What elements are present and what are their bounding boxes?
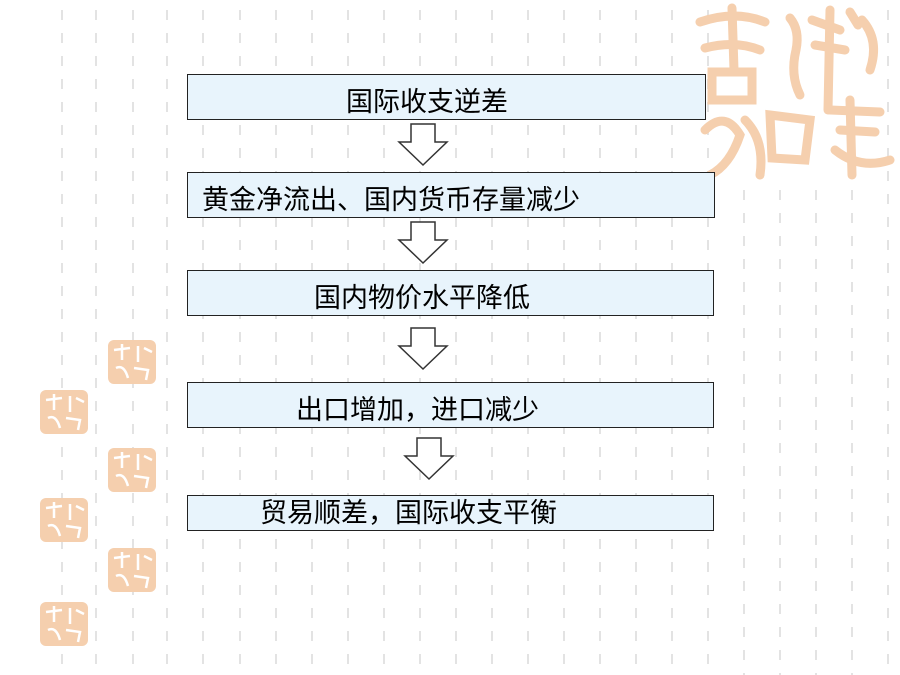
down-arrow-icon xyxy=(403,437,455,481)
small-seal-icon xyxy=(108,340,156,384)
flow-step-5: 贸易顺差，国际收支平衡 xyxy=(187,495,714,531)
small-seal-icon xyxy=(40,390,88,434)
flow-step-5-label: 贸易顺差，国际收支平衡 xyxy=(260,497,557,529)
down-arrow-icon xyxy=(397,327,449,371)
small-seal-icon xyxy=(40,498,88,542)
small-seal-icon xyxy=(40,602,88,646)
large-seal-icon xyxy=(695,3,895,180)
small-seal-icon xyxy=(108,448,156,492)
flow-step-1-label: 国际收支逆差 xyxy=(346,87,508,118)
flow-step-1: 国际收支逆差 xyxy=(187,74,706,120)
dashed-grid xyxy=(61,10,889,675)
down-arrow-icon xyxy=(397,123,449,167)
flow-step-2: 黄金净流出、国内货币存量减少 xyxy=(187,172,715,218)
flow-step-3-label: 国内物价水平降低 xyxy=(314,283,530,314)
flow-step-4: 出口增加，进口减少 xyxy=(187,382,714,428)
down-arrow-icon xyxy=(397,221,449,265)
small-seal-icon xyxy=(108,548,156,592)
flow-step-3: 国内物价水平降低 xyxy=(187,270,714,316)
flow-step-4-label: 出口增加，进口减少 xyxy=(296,395,539,426)
flow-step-2-label: 黄金净流出、国内货币存量减少 xyxy=(202,185,580,216)
